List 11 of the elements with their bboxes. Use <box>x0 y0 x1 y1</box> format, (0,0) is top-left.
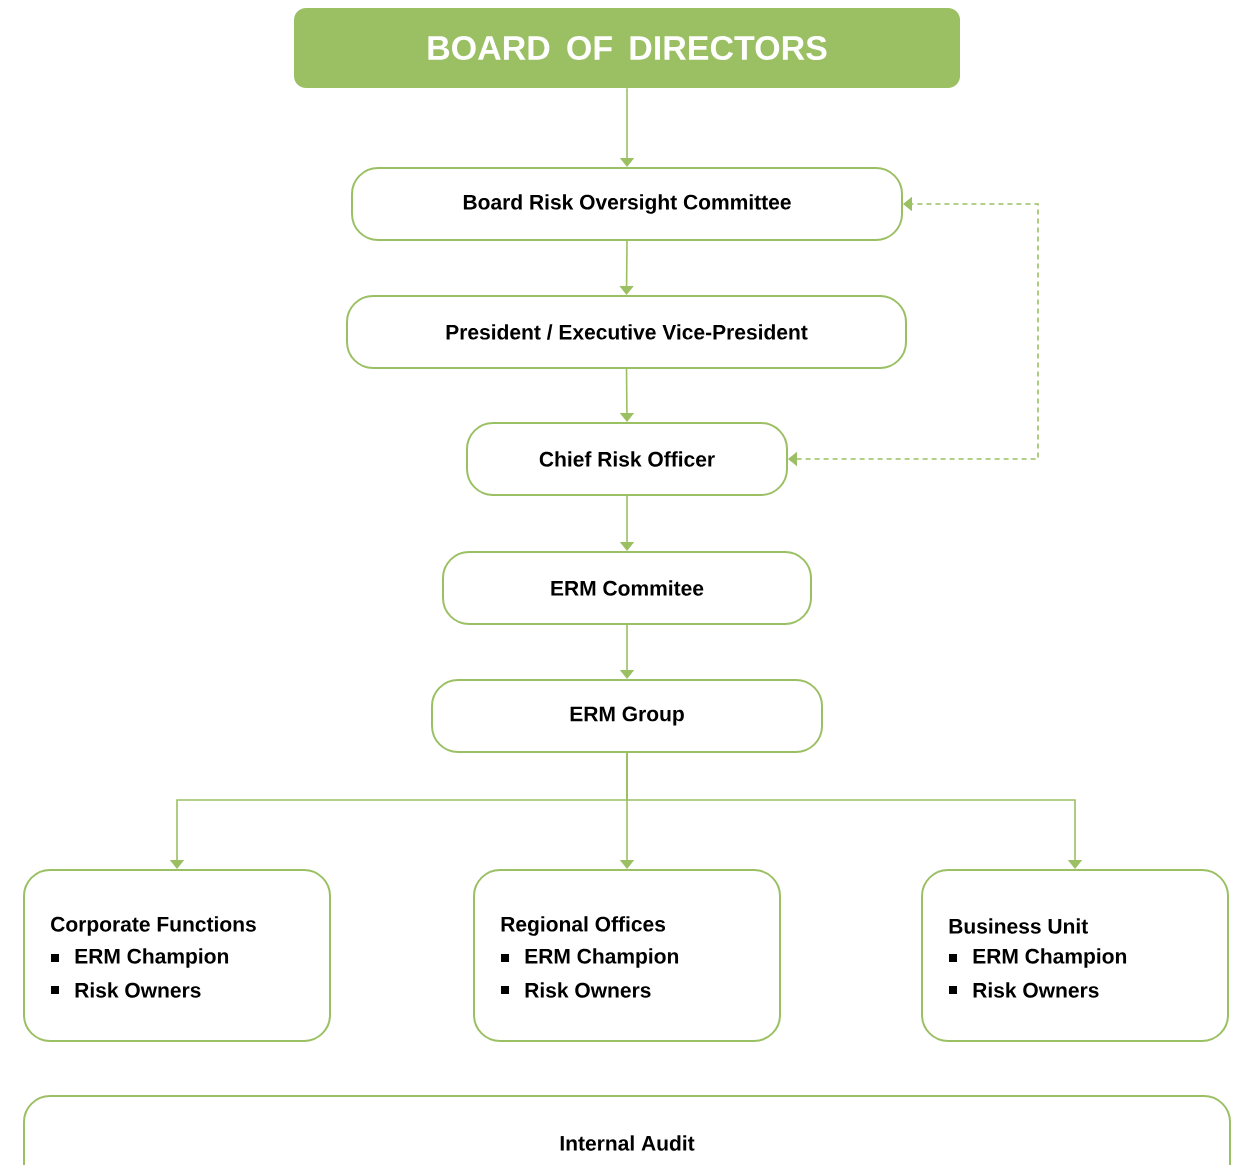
unit-box: Corporate Functions ERM Champion Risk Owners <box>23 869 331 1042</box>
unit-box: Regional Offices ERM Champion Risk Owners <box>473 869 781 1042</box>
role-box: Internal Audit <box>23 1095 1231 1165</box>
title-banner: BOARD OF DIRECTORS <box>294 8 960 88</box>
unit-box: Business Unit ERM Champion Risk Owners <box>921 869 1229 1042</box>
arrow <box>626 752 1083 869</box>
role-box: ERM Commitee <box>442 551 812 625</box>
role-box: President / Executive Vice-President <box>346 295 907 369</box>
role-box: ERM Group <box>431 679 823 753</box>
role-box: Board Risk Oversight Committee <box>351 167 903 241</box>
role-box: Chief Risk Officer <box>466 422 788 496</box>
